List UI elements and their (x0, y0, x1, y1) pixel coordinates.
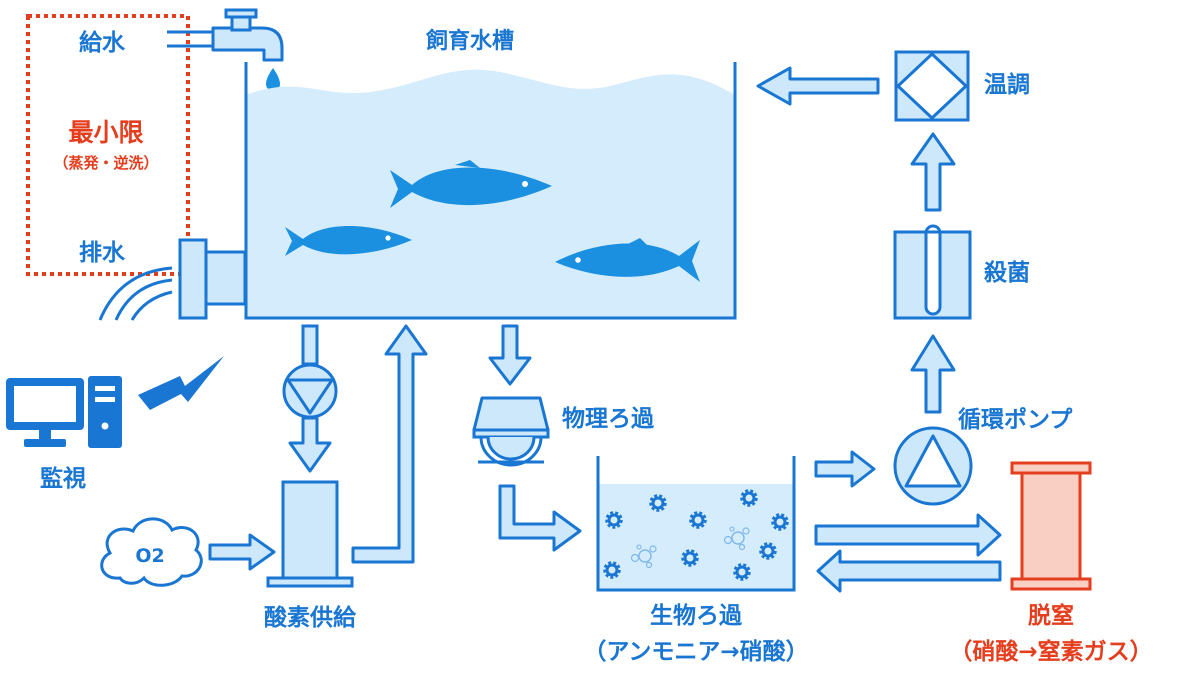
oxygen-supply-unit (266, 480, 354, 588)
minimum-exchange-region (26, 14, 190, 276)
denitrification-note-label: （硝酸→窒素ガス） (949, 638, 1152, 665)
computer-icon (6, 376, 122, 448)
up-arrow (910, 334, 956, 414)
bio-filter-water (598, 484, 794, 590)
temperature-control-unit (894, 50, 970, 122)
minimum-note-label: （蒸発・逆洗） (53, 154, 158, 172)
drain-pipe (98, 238, 247, 321)
temperature-label: 温調 (984, 71, 1030, 98)
left-arrow (756, 66, 880, 106)
monitoring-label: 監視 (40, 466, 86, 492)
drainage-label: 排水 (79, 240, 126, 266)
faucet-icon (167, 8, 284, 91)
bio-filter-label: 生物ろ過 (650, 602, 743, 629)
physical-filter-unit (472, 396, 550, 467)
sterilizer-unit (893, 224, 972, 320)
pump-icon (893, 426, 973, 506)
oxygen-gas-label: O2 (135, 545, 164, 567)
right-arrow (498, 484, 582, 552)
down-arrow (288, 416, 332, 473)
circulation-pump-label: 循環ポンプ (958, 406, 1073, 433)
minimum-label: 最小限 (68, 118, 143, 147)
water-supply-label: 給水 (79, 29, 126, 56)
pump-icon (282, 363, 338, 419)
rearing-tank (244, 62, 737, 320)
denitrification-unit (1010, 461, 1092, 591)
bio-filter-note-label: （アンモニア→硝酸） (583, 638, 808, 665)
down-arrow (488, 324, 532, 386)
up-arrow (910, 132, 956, 212)
right-arrow (814, 513, 1002, 557)
sterilization-label: 殺菌 (984, 259, 1030, 286)
oxygen-supply-label: 酸素供給 (264, 604, 357, 631)
right-arrow (814, 450, 876, 488)
fish-icon (390, 160, 552, 208)
left-arrow (816, 549, 1002, 593)
tank-label: 飼育水槽 (425, 28, 514, 54)
bio-filter-tank (596, 456, 796, 592)
physical-filter-label: 物理ろ過 (562, 405, 655, 432)
right-arrow (208, 533, 276, 571)
cloud-icon (100, 517, 203, 587)
return-arrow (351, 324, 428, 564)
wireless-signal-icon (138, 356, 224, 410)
fish-icon (555, 238, 700, 282)
denitrification-label: 脱窒 (1028, 602, 1074, 629)
fish-icon (285, 225, 412, 256)
